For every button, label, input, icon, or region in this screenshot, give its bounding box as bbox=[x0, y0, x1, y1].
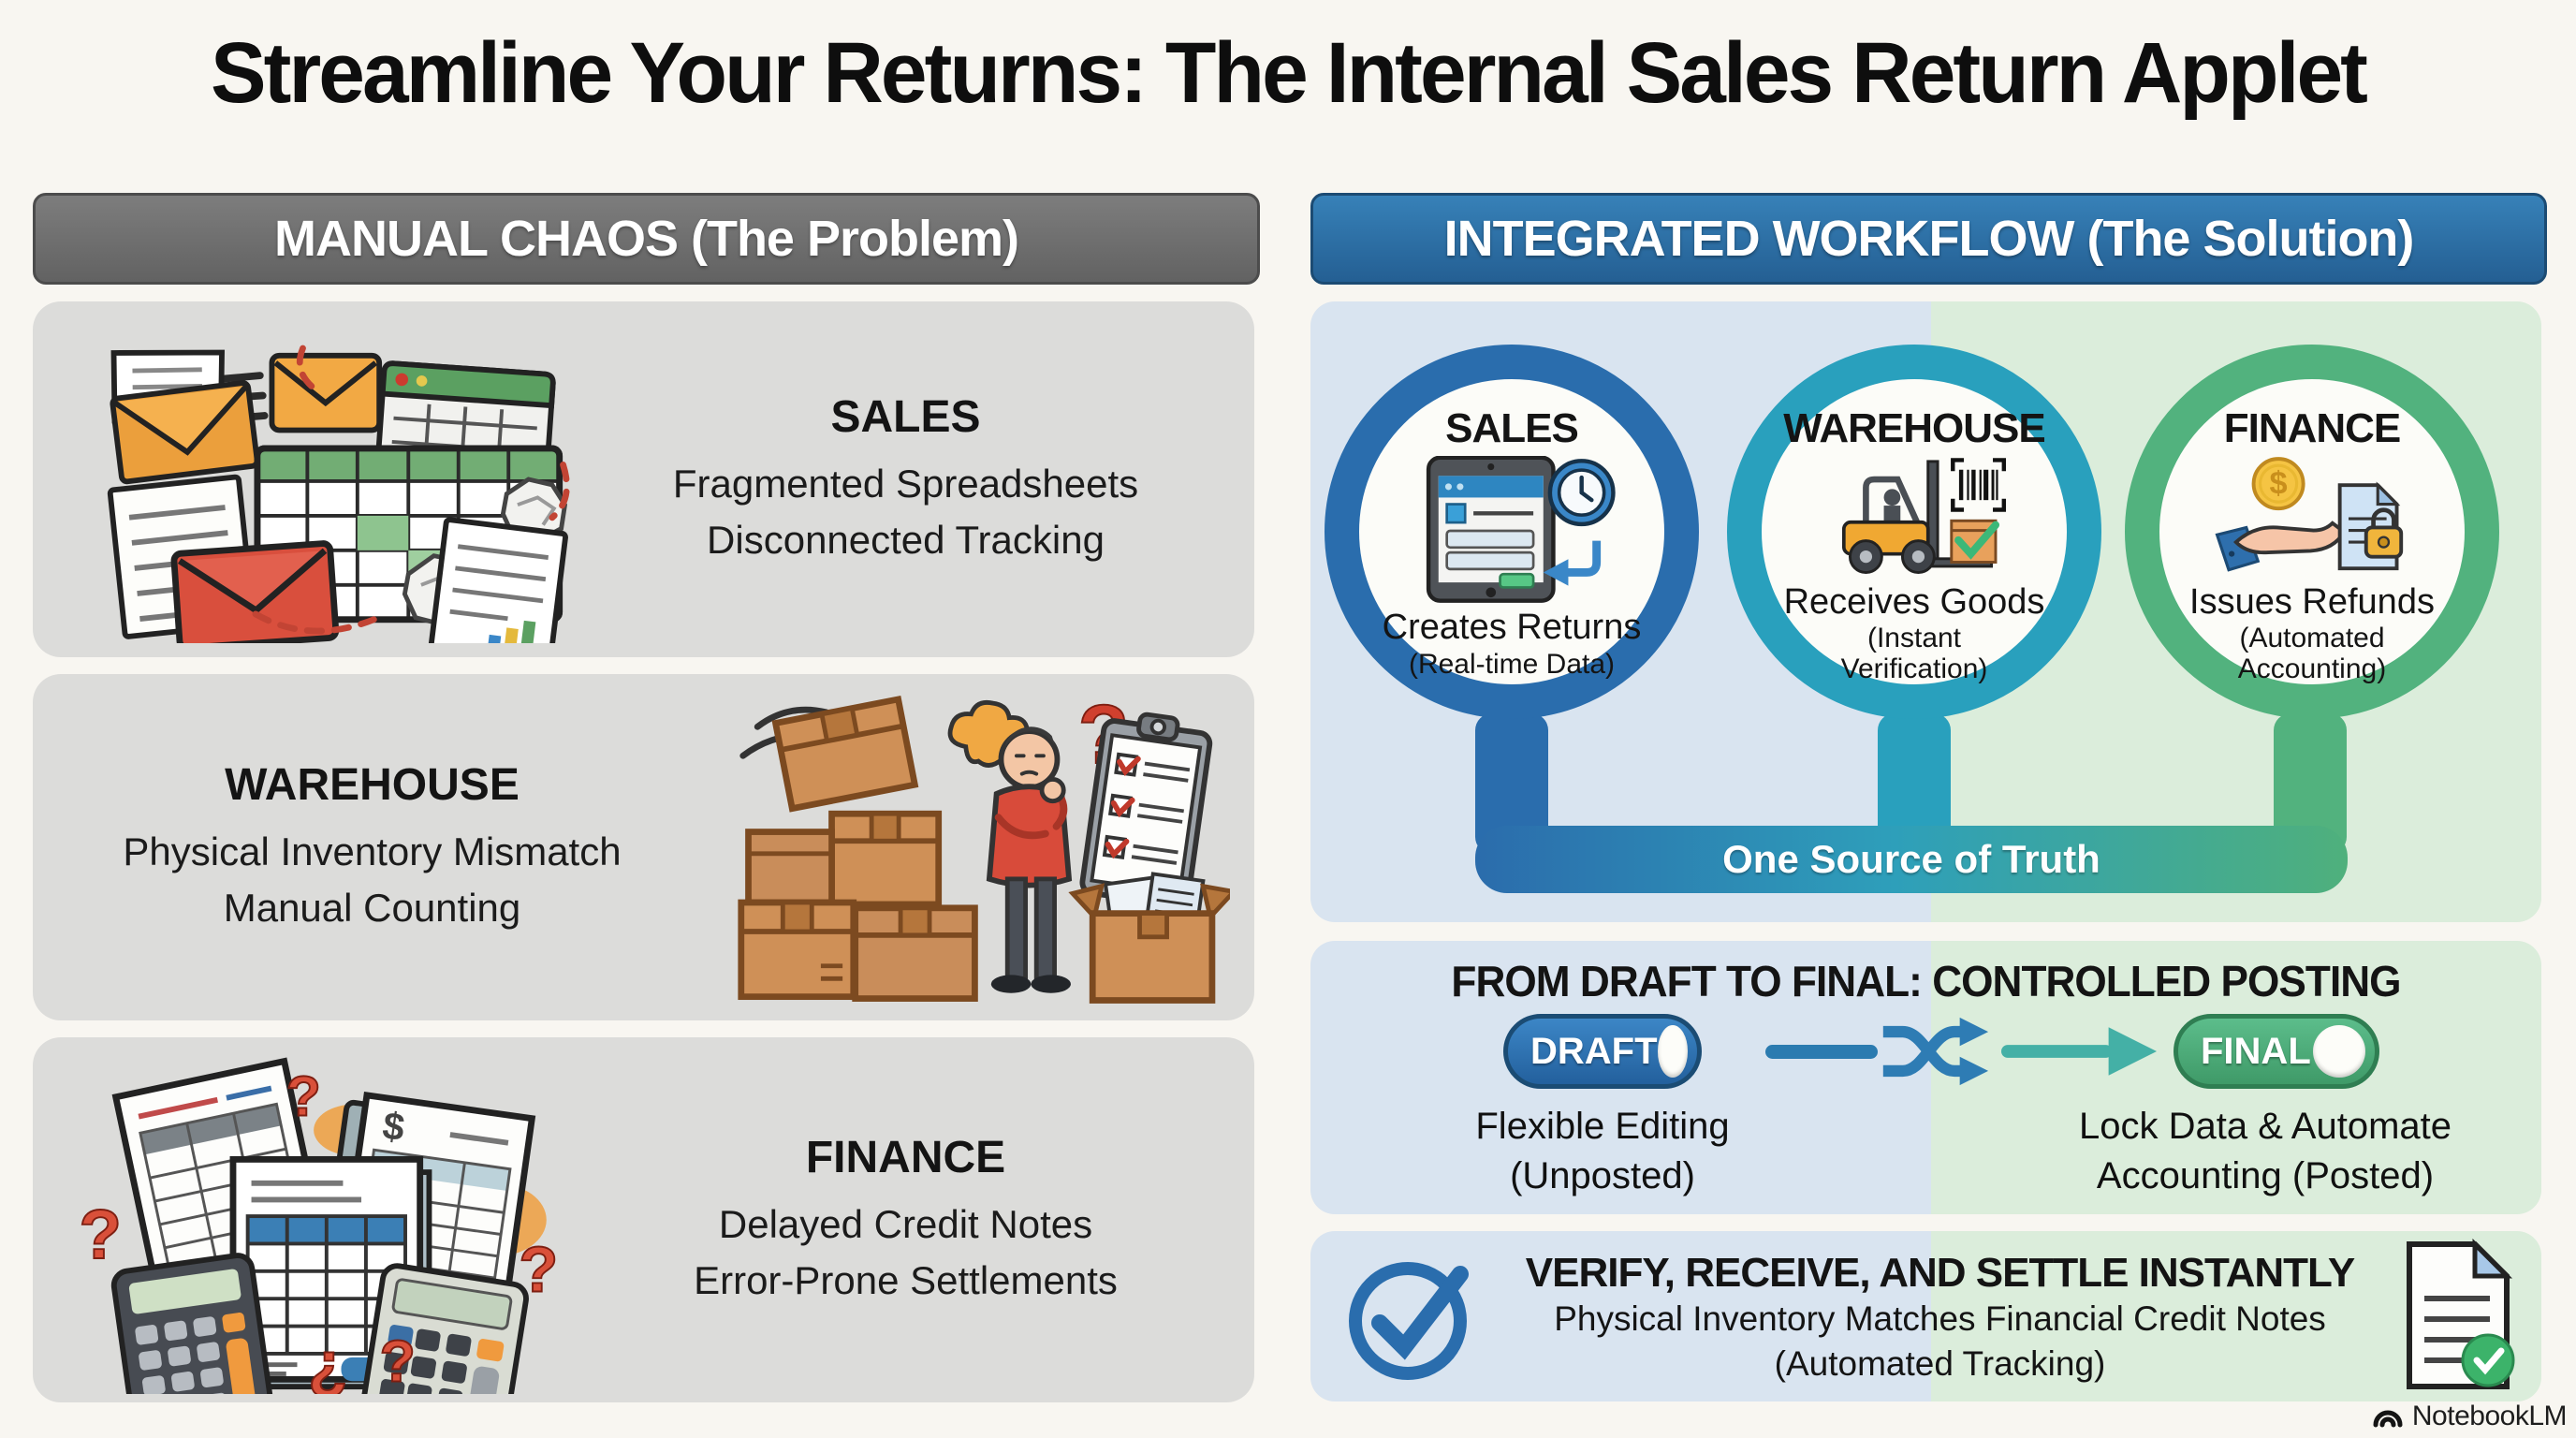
workflow-step-action: Issues Refunds bbox=[2189, 581, 2435, 622]
problem-warehouse-title: WAREHOUSE bbox=[225, 759, 520, 810]
solution-column-header: INTEGRATED WORKFLOW (The Solution) bbox=[1310, 193, 2547, 285]
envelope-icon bbox=[269, 352, 383, 433]
problem-warehouse-line2: Manual Counting bbox=[223, 885, 521, 930]
shuffle-arrows-icon bbox=[1882, 1017, 1989, 1086]
problem-panel-finance: $ bbox=[33, 1037, 1254, 1402]
flow-dash bbox=[1765, 1045, 1878, 1059]
workflow-step-detail: (Real-time Data) bbox=[1408, 648, 1616, 680]
box-icon bbox=[738, 899, 857, 1001]
box-icon bbox=[771, 695, 919, 813]
final-toggle: FINAL bbox=[2174, 1014, 2379, 1089]
final-toggle-label: FINAL bbox=[2201, 1030, 2311, 1072]
open-envelope-icon bbox=[110, 349, 260, 485]
box-icon bbox=[828, 810, 943, 908]
draft-caption-line2: (Unposted) bbox=[1510, 1154, 1695, 1196]
problem-finance-line1: Delayed Credit Notes bbox=[718, 1201, 1093, 1246]
workflow-step-detail: (Instant Verification) bbox=[1840, 623, 1988, 684]
verify-line2: (Automated Tracking) bbox=[1774, 1344, 2106, 1384]
question-mark-glyph: ? bbox=[80, 1196, 122, 1273]
one-source-of-truth-label: One Source of Truth bbox=[1722, 837, 2100, 881]
workflow-step-action: Receives Goods bbox=[1783, 581, 2045, 622]
workflow-step-title: FINANCE bbox=[2223, 405, 2402, 451]
problem-warehouse-line1: Physical Inventory Mismatch bbox=[123, 829, 622, 873]
problem-sales-line2: Disconnected Tracking bbox=[707, 517, 1105, 562]
notebooklm-logo-icon bbox=[2373, 1410, 2403, 1428]
finance-errors-illustration: $ bbox=[79, 1057, 559, 1394]
clock-icon bbox=[1547, 459, 1616, 527]
draft-toggle-knob bbox=[1657, 1025, 1688, 1078]
box-check-icon bbox=[1950, 519, 2000, 564]
hand-coin-icon: $ bbox=[2215, 457, 2404, 572]
final-toggle-knob bbox=[2313, 1025, 2365, 1078]
workflow-step-action: Creates Returns bbox=[1382, 608, 1642, 647]
workflow-step-sales: SALES bbox=[1325, 345, 1699, 719]
return-arrow-icon bbox=[1543, 540, 1602, 586]
tablet-form-icon bbox=[1426, 456, 1616, 603]
problem-panel-warehouse: WAREHOUSE Physical Inventory Mismatch Ma… bbox=[33, 674, 1254, 1020]
dollar-glyph: $ bbox=[2270, 466, 2288, 502]
problem-warehouse-text: WAREHOUSE Physical Inventory Mismatch Ma… bbox=[57, 759, 687, 935]
problem-panel-sales: SALES Fragmented Spreadsheets Disconnect… bbox=[33, 301, 1254, 657]
hand-icon bbox=[2233, 521, 2347, 555]
calculator-icon bbox=[357, 1263, 529, 1394]
box-icon bbox=[852, 904, 978, 1002]
barcode-icon bbox=[1951, 458, 2007, 512]
verify-line1: Physical Inventory Matches Financial Cre… bbox=[1554, 1299, 2326, 1338]
messy-paperwork-illustration bbox=[107, 345, 570, 643]
final-caption-line2: Accounting (Posted) bbox=[2096, 1154, 2435, 1196]
confused-person-icon bbox=[986, 726, 1073, 993]
page-title: Streamline Your Returns: The Internal Sa… bbox=[211, 25, 2368, 121]
draft-toggle: DRAFT bbox=[1503, 1014, 1702, 1089]
report-chart-icon bbox=[427, 517, 568, 643]
one-source-of-truth-bar: One Source of Truth bbox=[1475, 826, 2348, 893]
verify-text: VERIFY, RECEIVE, AND SETTLE INSTANTLY Ph… bbox=[1498, 1250, 2382, 1387]
brand-label: NotebookLM bbox=[2411, 1401, 2568, 1431]
warehouse-confusion-illustration: ? bbox=[738, 686, 1230, 1004]
draft-toggle-label: DRAFT bbox=[1530, 1030, 1658, 1072]
question-mark-glyph: ? bbox=[519, 1233, 558, 1305]
forklift-icon bbox=[1841, 458, 2007, 575]
document-check-icon bbox=[2407, 1239, 2515, 1389]
red-envelope-icon bbox=[170, 540, 340, 643]
padlock-icon bbox=[2364, 507, 2404, 559]
verify-panel: VERIFY, RECEIVE, AND SETTLE INSTANTLY Ph… bbox=[1310, 1231, 2541, 1401]
box-icon bbox=[745, 829, 835, 906]
check-circle-icon bbox=[1349, 1262, 1469, 1380]
inverted-question-mark-glyph: ¿ bbox=[308, 1328, 347, 1394]
open-box-papers-icon bbox=[1068, 872, 1230, 1004]
verify-heading: VERIFY, RECEIVE, AND SETTLE INSTANTLY bbox=[1525, 1250, 2356, 1296]
problem-finance-title: FINANCE bbox=[805, 1132, 1006, 1182]
question-mark-glyph: ? bbox=[380, 1328, 416, 1394]
final-caption: Lock Data & Automate Accounting (Posted) bbox=[2059, 1102, 2471, 1201]
calculator-icon bbox=[110, 1253, 275, 1394]
workflow-panel: One Source of Truth SALES bbox=[1310, 301, 2541, 922]
solution-header-label: INTEGRATED WORKFLOW (The Solution) bbox=[1443, 211, 2415, 267]
flow-arrow-icon bbox=[2001, 1027, 2158, 1076]
workflow-step-warehouse: WAREHOUSE bbox=[1727, 345, 2101, 719]
question-mark-glyph: ? bbox=[286, 1064, 321, 1127]
problem-sales-title: SALES bbox=[830, 391, 981, 442]
problem-sales-line1: Fragmented Spreadsheets bbox=[672, 461, 1139, 506]
brand-footer: NotebookLM bbox=[2371, 1401, 2568, 1432]
problem-column-header: MANUAL CHAOS (The Problem) bbox=[33, 193, 1260, 285]
workflow-step-title: SALES bbox=[1445, 405, 1579, 451]
problem-sales-text: SALES Fragmented Spreadsheets Disconnect… bbox=[581, 391, 1230, 567]
posting-heading: FROM DRAFT TO FINAL: CONTROLLED POSTING bbox=[1451, 957, 2401, 1005]
draft-caption: Flexible Editing (Unposted) bbox=[1397, 1102, 1808, 1201]
problem-finance-text: FINANCE Delayed Credit Notes Error-Prone… bbox=[581, 1132, 1230, 1308]
posting-panel: FROM DRAFT TO FINAL: CONTROLLED POSTING … bbox=[1310, 941, 2541, 1214]
problem-finance-line2: Error-Prone Settlements bbox=[694, 1257, 1118, 1302]
final-caption-line1: Lock Data & Automate bbox=[2078, 1106, 2452, 1147]
draft-caption-line1: Flexible Editing bbox=[1475, 1106, 1730, 1147]
workflow-step-title: WAREHOUSE bbox=[1783, 405, 2045, 451]
coin-icon: $ bbox=[2251, 457, 2305, 511]
workflow-step-detail: (Automated Accounting) bbox=[2237, 623, 2387, 684]
problem-header-label: MANUAL CHAOS (The Problem) bbox=[273, 211, 1019, 267]
workflow-step-finance: FINANCE $ bbox=[2125, 345, 2499, 719]
